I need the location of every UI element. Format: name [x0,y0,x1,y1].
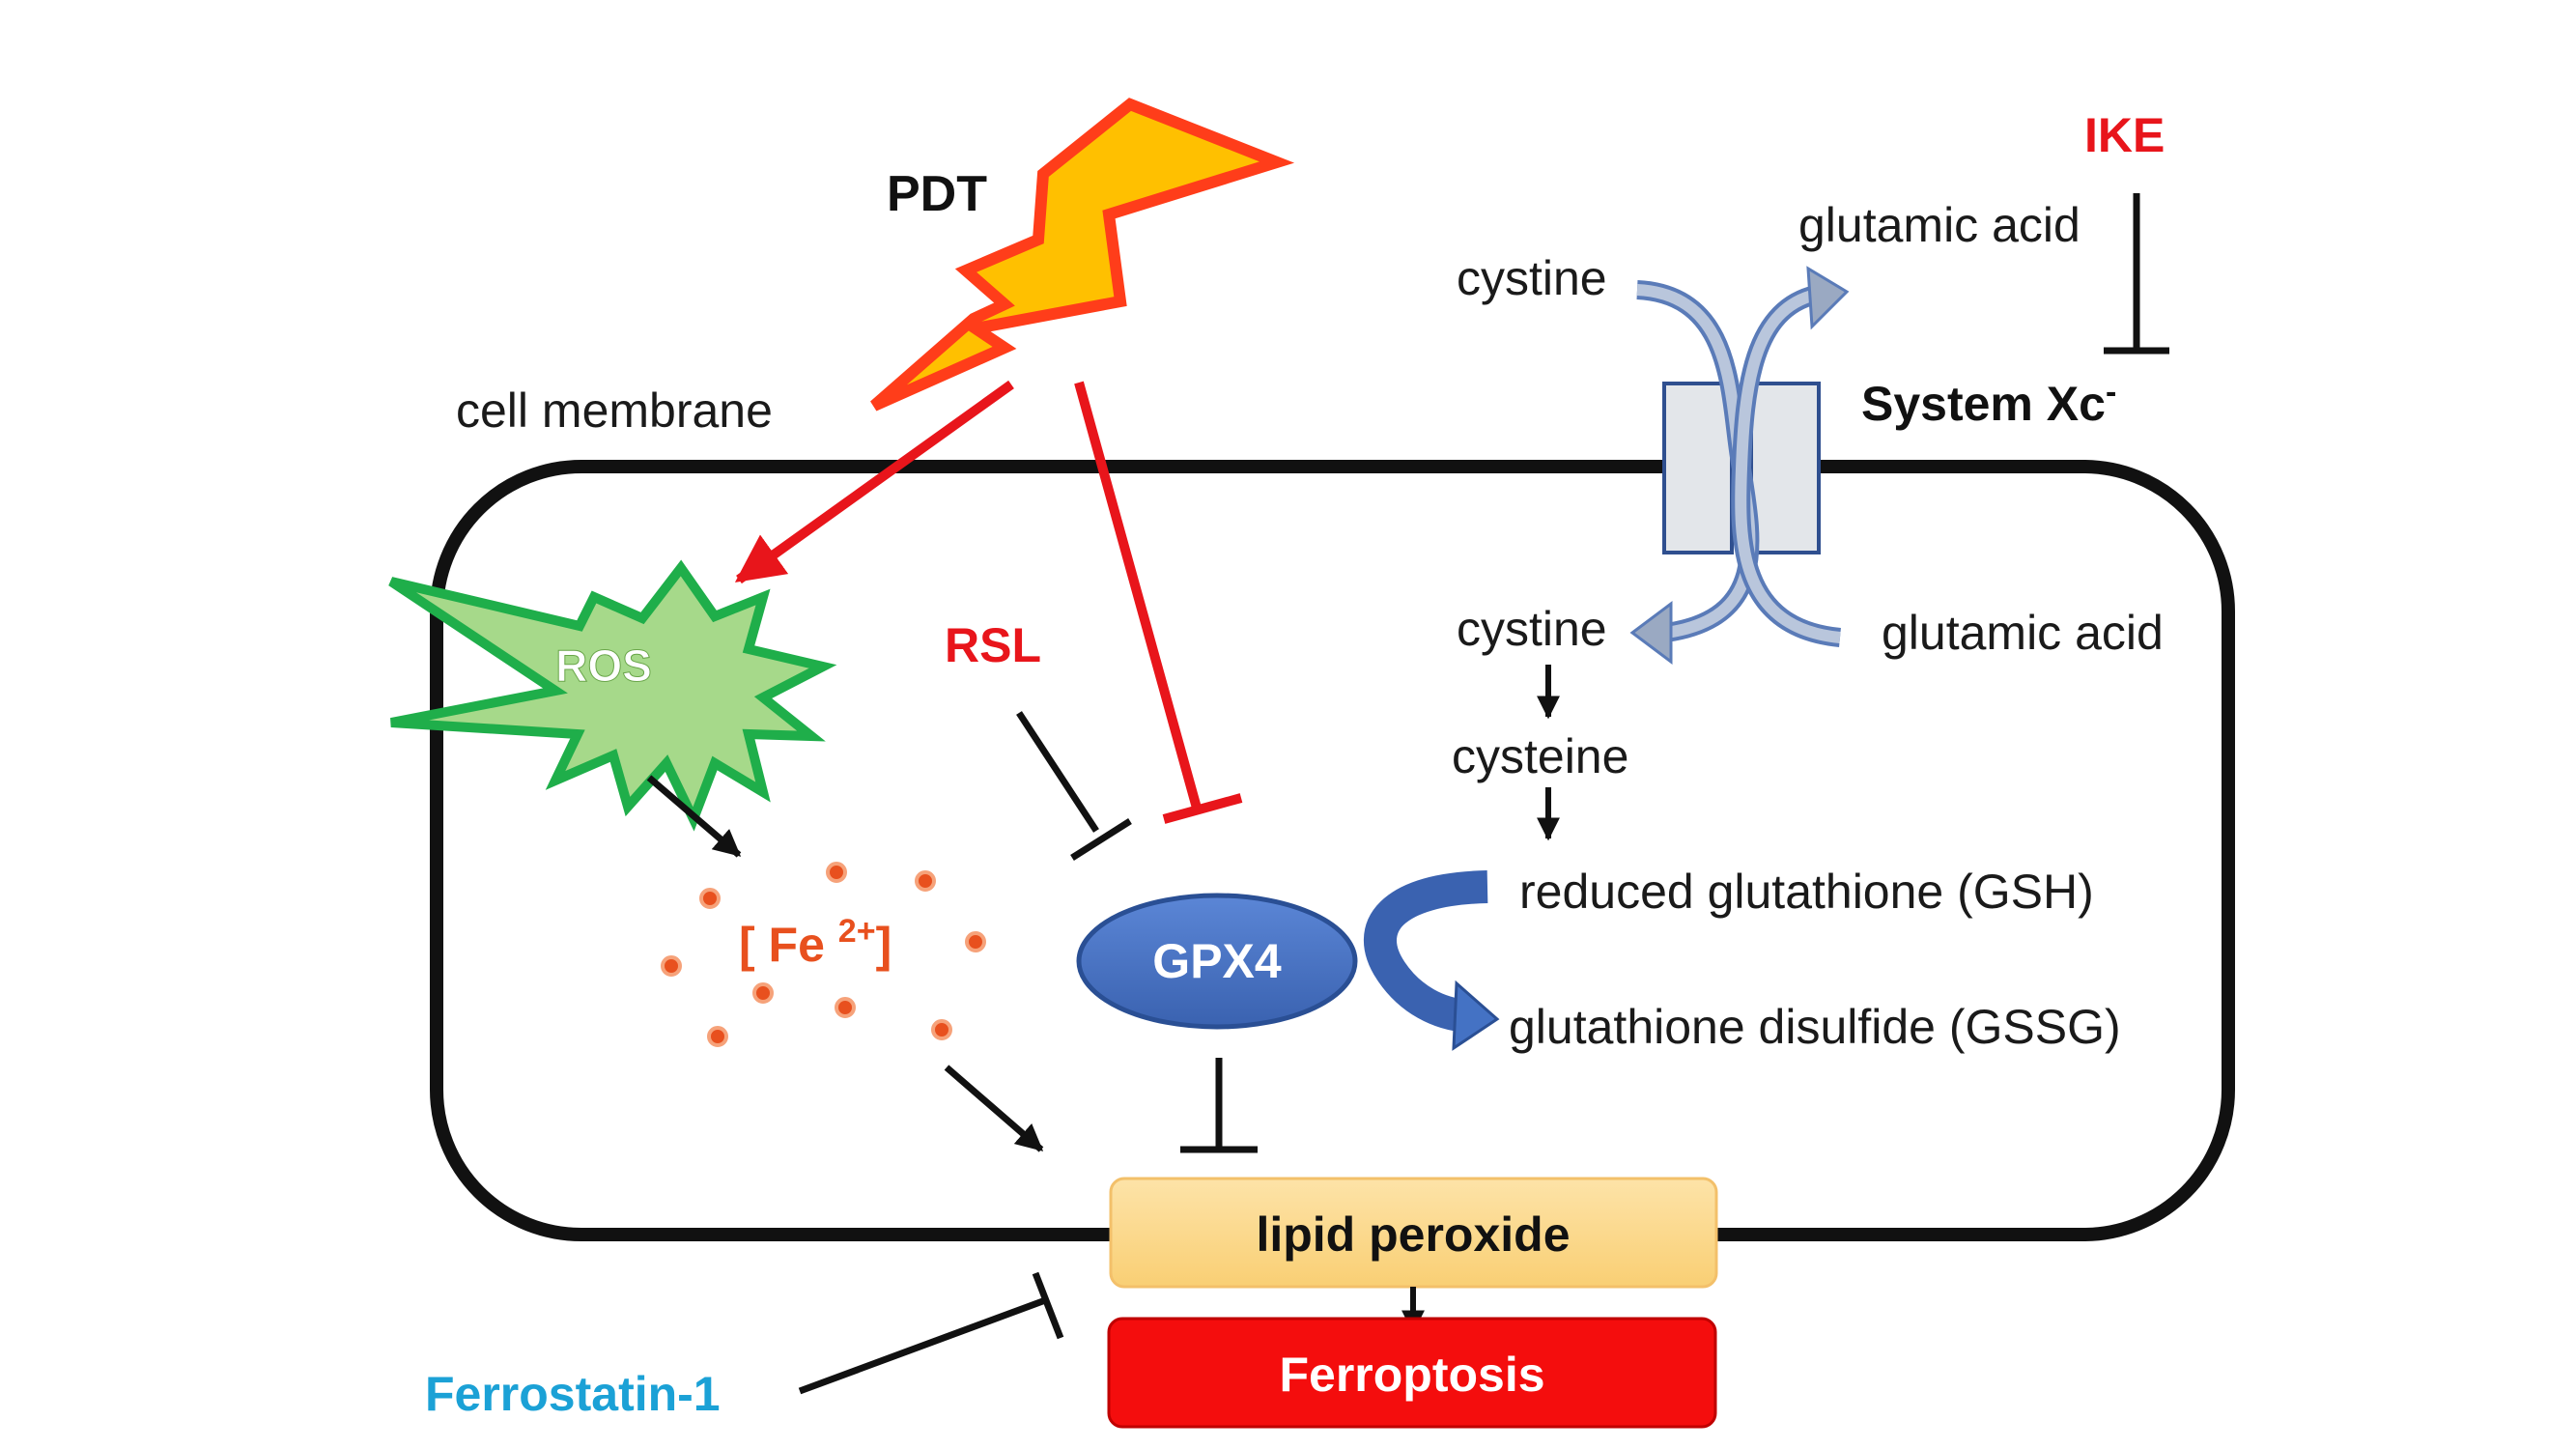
cystine-out-label: cystine [1457,251,1607,305]
gsh-to-gssg-curved-arrow [1364,870,1500,1051]
cysteine-label: cysteine [1452,729,1628,783]
lightning-bolt-icon [870,98,1295,412]
glutamic-acid-out-label: glutamic acid [1798,198,2081,252]
lipid-peroxide-label: lipid peroxide [1256,1208,1570,1262]
cell-membrane-label: cell membrane [456,384,773,438]
ferrostatin-label: Ferrostatin-1 [425,1367,721,1421]
pdt-inhibit-bar [1162,793,1243,824]
rsl-inhibit-bar [1070,818,1132,861]
ferroptosis-box [1107,1317,1717,1429]
ferroptosis-label: Ferroptosis [1279,1348,1544,1402]
ferrostatin-inhibit-bar [1032,1271,1064,1340]
rsl-label: RSL [945,618,1041,672]
ferrostatin-inhibits-lipid [798,1295,1050,1395]
ros-label: ROS [555,640,652,691]
rsl-inhibits-gpx4 [1016,711,1099,833]
ike-label: IKE [2084,108,2165,162]
ros-burst-icon [388,559,837,832]
transporter-channel-icon [1629,266,1850,665]
cystine-in-label: cystine [1457,602,1607,656]
pdt-to-ros-arrow [734,380,1014,584]
gsh-label: reduced glutathione (GSH) [1519,865,2094,919]
iron-ion-dots-icon [661,862,986,1047]
iron-to-lipid-arrow [944,1065,1044,1152]
glutamic-acid-in-label: glutamic acid [1882,606,2164,660]
iron-label: [ Fe 2+] [739,913,892,972]
pdt-inhibits-gpx4 [1074,381,1203,813]
cell-membrane [430,460,2235,1241]
gpx4-node [1076,893,1358,1030]
ros-to-iron-arrow [646,775,742,858]
gpx4-label: GPX4 [1152,934,1282,988]
pdt-label: PDT [887,166,987,222]
system-xc-label: System Xc- [1861,374,2116,431]
gssg-label: glutathione disulfide (GSSG) [1509,1000,2121,1054]
